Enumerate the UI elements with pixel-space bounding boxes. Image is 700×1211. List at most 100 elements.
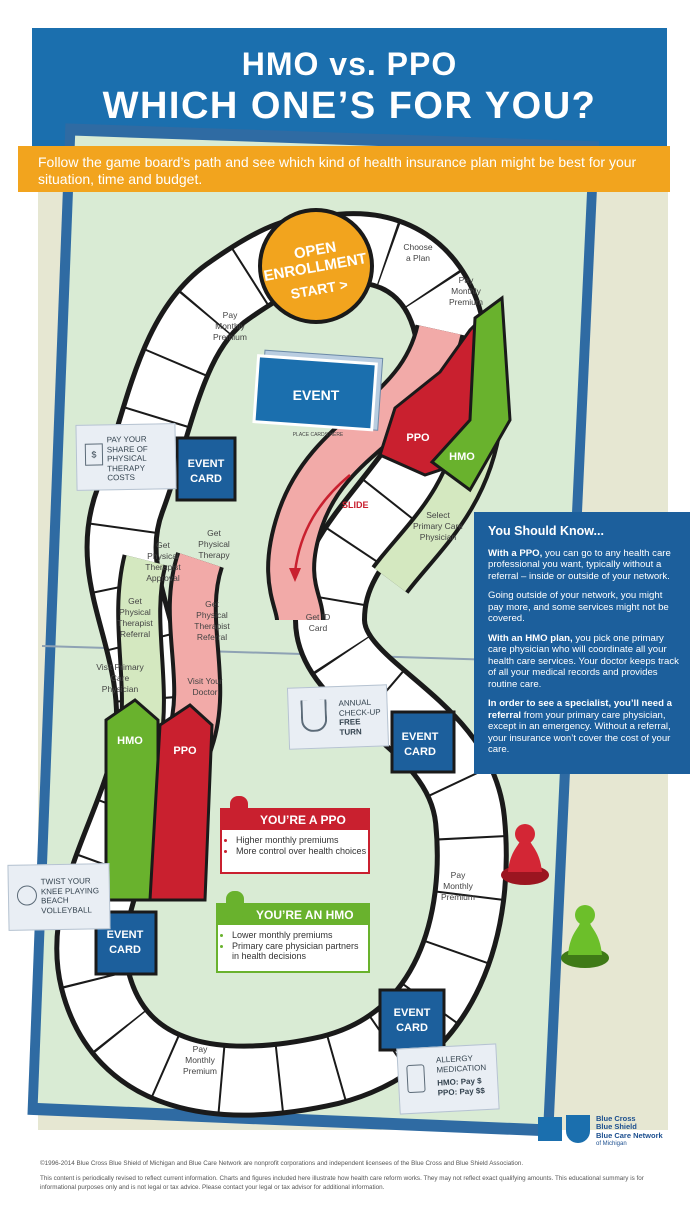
logo-line-2: Blue Shield [596,1122,637,1132]
get-ptr-b-label-2: Physical [196,610,228,620]
pay3-label-3: Premium [441,892,475,902]
choose-plan-label-1: Choose [403,242,433,252]
pay2-label-1: Pay [223,310,238,320]
choose-plan-label-2: a Plan [406,253,430,263]
get-ptr-a-label-4: Referral [120,629,150,639]
cross-logo-icon [538,1117,562,1141]
pay1-label-1: Pay [459,275,474,285]
event-card-3-line2: CARD [109,944,141,956]
get-ptr-b-label-3: Therapist [194,621,230,631]
volleyball-icon [16,885,38,906]
title-line-2: WHICH ONE’S FOR YOU? [102,85,597,127]
hmo-top-label: HMO [449,451,475,463]
disclaimer-text: This content is periodically revised to … [40,1175,644,1191]
get-ptr-a-label-1: Get [128,596,142,606]
visit-doctor-label-1: Visit Your [187,676,222,686]
pay4-label-3: Premium [183,1066,217,1076]
red-game-piece [501,824,549,885]
you-should-know-panel: You Should Know... With a PPO, you can g… [474,512,690,774]
ppo-result-box: YOU’RE A PPO Higher monthly premiums Mor… [220,796,370,874]
card-checkup-line-3: FREE TURN [339,717,362,737]
pay2-label-2: Monthly [215,321,246,331]
card-pt-line-4: THERAPY COSTS [107,463,145,483]
ppo-text: you can go to any health care profession… [488,547,671,582]
get-id-label-1: Get ID [306,612,331,622]
logo-line-4: of Michigan [596,1141,627,1148]
card-allergy[interactable]: ALLERGY MEDICATION HMO: Pay $ PPO: Pay $… [396,1043,500,1115]
get-ptr-a-label-3: Therapist [117,618,153,628]
hmo-result-item: Lower monthly premiums [232,930,368,941]
event-card-4-line1: EVENT [394,1007,431,1019]
visit-pcp-label-3: Physician [102,684,139,694]
bcbs-logo: Blue Cross Blue Shield Blue Care Network… [538,1114,688,1148]
event-card-2-line1: EVENT [402,731,439,743]
hmo-text: you pick one primary care physician who … [488,632,679,690]
card-pt-costs[interactable]: $ PAY YOUR SHARE OF PHYSICAL THERAPY COS… [75,423,177,491]
event-card-square-4 [378,988,446,1052]
hmo-bottom-label: HMO [117,735,143,747]
get-pta-label-2: Physical [147,551,179,561]
ppo-bold: With a PPO, [488,547,543,559]
copyright-text: ©1996-2014 Blue Cross Blue Shield of Mic… [40,1160,524,1167]
event-deck-label: EVENT [293,387,340,403]
hmo-result-item: Primary care physician partners in healt… [232,941,368,962]
hmo-arrow-top [429,295,512,493]
ppo-top-label: PPO [406,432,430,444]
ppo-result-item: More control over health choices [236,846,368,857]
ppo-result-title: YOU’RE A PPO [222,810,368,830]
stethoscope-icon [300,699,328,733]
select-pcp-label-3: Physician [420,532,457,542]
title-line-1: HMO vs. PPO [241,46,458,82]
ppo-result-item: Higher monthly premiums [236,835,368,846]
pay1-label-3: Premium [449,297,483,307]
dollar-envelope-icon: $ [84,443,104,466]
pay4-label-2: Monthly [185,1055,216,1065]
shield-logo-icon [566,1115,590,1143]
get-pt-label-2: Physical [198,539,230,549]
event-deck [252,354,378,432]
select-pcp-label-2: Primary Care [413,521,463,531]
network-text: Going outside of your network, you might… [488,590,669,624]
event-card-square-2 [390,710,456,774]
slide-label: SLIDE [342,500,369,510]
pay1-label-2: Monthly [451,286,482,296]
pay4-label-1: Pay [193,1044,208,1054]
get-id-label-2: Card [309,623,328,633]
event-card-1-line1: EVENT [188,458,225,470]
pill-bottle-icon [406,1064,426,1094]
card-volleyball[interactable]: TWIST YOUR KNEE PLAYING BEACH VOLLEYBALL [7,863,111,931]
card-checkup[interactable]: ANNUAL CHECK-UP FREE TURN [286,684,390,750]
event-card-square-1 [175,436,237,502]
pay3-label-1: Pay [451,870,466,880]
pay3-label-2: Monthly [443,881,474,891]
visit-pcp-label-1: Visit Primary [96,662,144,672]
card-volleyball-line-2: KNEE PLAYING [40,885,100,896]
event-card-3-line1: EVENT [107,929,144,941]
event-card-4-line2: CARD [396,1022,428,1034]
get-pt-label-1: Get [207,528,221,538]
get-ptr-b-label-1: Get [205,599,219,609]
select-pcp-label-1: Select [426,510,450,520]
get-pta-label-1: Get [156,540,170,550]
visit-doctor-label-2: Doctor [192,687,217,697]
get-ptr-b-label-4: Referral [197,632,227,642]
get-pt-label-3: Therapy [198,550,230,560]
get-pta-label-4: Approval [146,573,180,583]
ppo-arrow-bottom [148,703,214,902]
start-circle [258,208,374,324]
hmo-result-box: YOU’RE AN HMO Lower monthly premiums Pri… [216,891,370,973]
slide-arrow [293,474,351,573]
referral-bold: In order to see a specialist, you’ll nee… [488,698,672,721]
hmo-bold: With an HMO plan, [488,632,573,644]
pay2-label-3: Premium [213,332,247,342]
footer: ©1996-2014 Blue Cross Blue Shield of Mic… [40,1159,670,1198]
intro-banner: Follow the game board’s path and see whi… [18,146,670,192]
card-volleyball-line-4: VOLLEYBALL [41,904,93,915]
ppo-bottom-label: PPO [173,745,197,757]
get-pta-label-3: Therapist [145,562,181,572]
event-card-1-line2: CARD [190,473,222,485]
referral-text: from your primary care physician, except… [488,709,671,756]
place-cards-label: PLACE CARDS HERE [293,432,344,438]
event-card-2-line2: CARD [404,746,436,758]
